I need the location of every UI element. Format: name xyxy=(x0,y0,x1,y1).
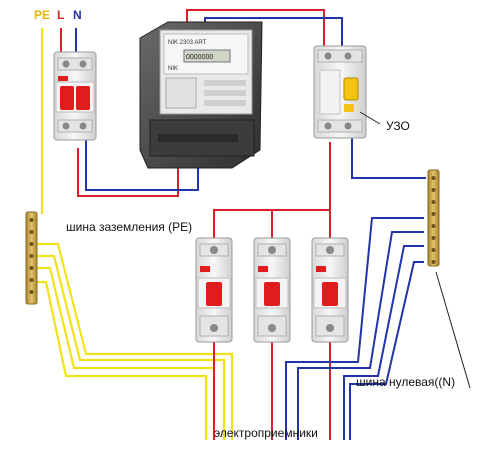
group-breaker-2-handle xyxy=(264,282,280,306)
ground-bus-label: шина заземления (PE) xyxy=(66,220,192,234)
group-breaker-1-handle xyxy=(206,282,222,306)
energy-meter: NIK 2303 ART 0000000 NIK xyxy=(139,21,263,169)
group-breaker-1 xyxy=(195,237,233,343)
wire-label-l: L xyxy=(57,8,64,22)
main-breaker xyxy=(53,51,97,141)
phase-wires xyxy=(60,9,331,440)
main-breaker-handle-right xyxy=(76,86,90,110)
neutral-bus-leader-line xyxy=(435,271,471,389)
neutral-bus-label: шина нулевая((N) xyxy=(356,375,455,389)
main-breaker-handle-left xyxy=(60,86,74,110)
meter-display xyxy=(183,49,231,63)
rcd-handle xyxy=(343,77,359,101)
rcd-label: УЗО xyxy=(386,119,410,133)
ground-bus xyxy=(25,211,38,305)
meter-model-text: NIK 2303 ART xyxy=(168,40,207,46)
meter-brand-text: NIK xyxy=(168,66,178,72)
group-breaker-3-handle xyxy=(322,282,338,306)
neutral-bus xyxy=(427,169,471,389)
group-breaker-2 xyxy=(253,237,291,343)
wire-label-n: N xyxy=(73,8,82,22)
consumers-label: электроприемники xyxy=(214,426,318,440)
meter-display-digits: 0000000 xyxy=(186,54,213,61)
wire-label-pe: PE xyxy=(34,8,50,22)
wire-labels: PE L N xyxy=(34,8,82,22)
rcd-leader-line xyxy=(359,111,381,125)
rcd-device xyxy=(313,45,381,139)
group-breaker-3 xyxy=(311,237,349,343)
